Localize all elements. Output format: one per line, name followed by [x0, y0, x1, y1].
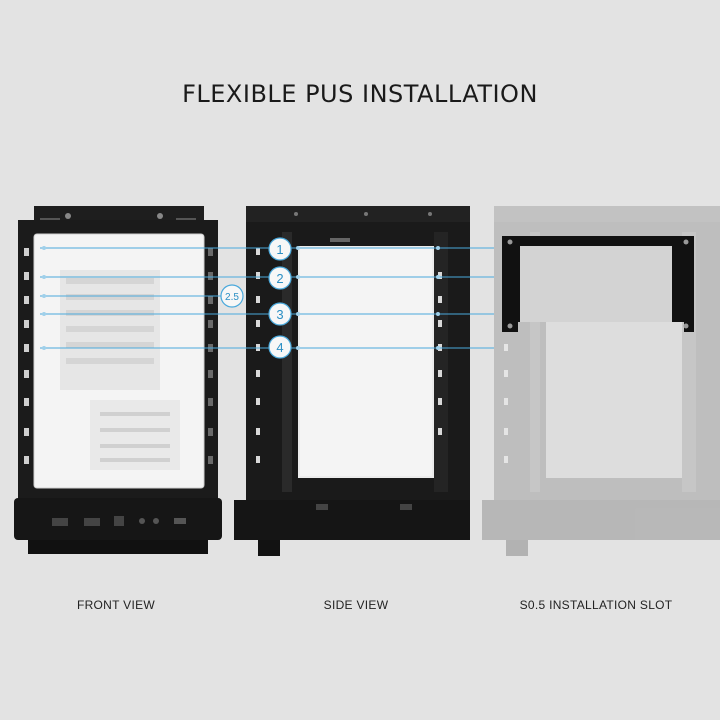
svg-text:4: 4: [276, 340, 283, 355]
svg-text:2.5: 2.5: [225, 292, 239, 303]
marker-4: 4: [268, 335, 292, 359]
side-view-caption: SIDE VIEW: [323, 598, 389, 612]
marker-2-5: 2.5: [220, 284, 244, 308]
slot-view-caption: S0.5 INSTALLATION SLOT: [519, 598, 673, 612]
svg-text:2: 2: [276, 271, 283, 286]
marker-2: 2: [268, 266, 292, 290]
front-view-caption: FRONT VIEW: [76, 598, 156, 612]
guide-lines: [40, 247, 494, 349]
svg-text:3: 3: [276, 307, 283, 322]
page-title: FLEXIBLE PUS INSTALLATION: [182, 80, 538, 108]
marker-3: 3: [268, 302, 292, 326]
marker-1: 1: [268, 237, 292, 261]
side-view-case: [234, 206, 470, 556]
svg-text:1: 1: [276, 242, 283, 257]
psu-bracket: [502, 236, 694, 332]
front-view-case: [14, 206, 222, 554]
